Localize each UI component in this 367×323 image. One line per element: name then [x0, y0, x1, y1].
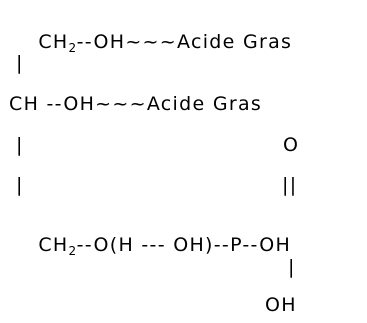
vertical-bond-2: |: [16, 134, 24, 156]
oh-bottom: OH: [265, 294, 297, 316]
row-ch2-oh-acide-gras: CH2--OH~~~Acide Gras: [9, 14, 292, 71]
ch-text: CH: [38, 31, 69, 53]
double-bond: ||: [282, 174, 298, 196]
vertical-bond-1: |: [16, 52, 24, 74]
row-ch-oh-acide-gras: CH --OH~~~Acide Gras: [9, 93, 263, 115]
subscript-2: 2: [68, 244, 77, 258]
ch-text: CH: [38, 234, 69, 256]
vertical-bond-4: |: [288, 256, 296, 278]
phosphate-chain-text: --O(H --- OH)--P--OH: [76, 234, 292, 256]
oh-fatty-acid-text: --OH~~~Acide Gras: [76, 31, 293, 53]
oxygen-top: O: [283, 134, 300, 156]
subscript-2: 2: [68, 41, 77, 55]
vertical-bond-3: |: [16, 174, 24, 196]
row-ch2-phosphate: CH2--O(H --- OH)--P--OH: [9, 217, 291, 274]
